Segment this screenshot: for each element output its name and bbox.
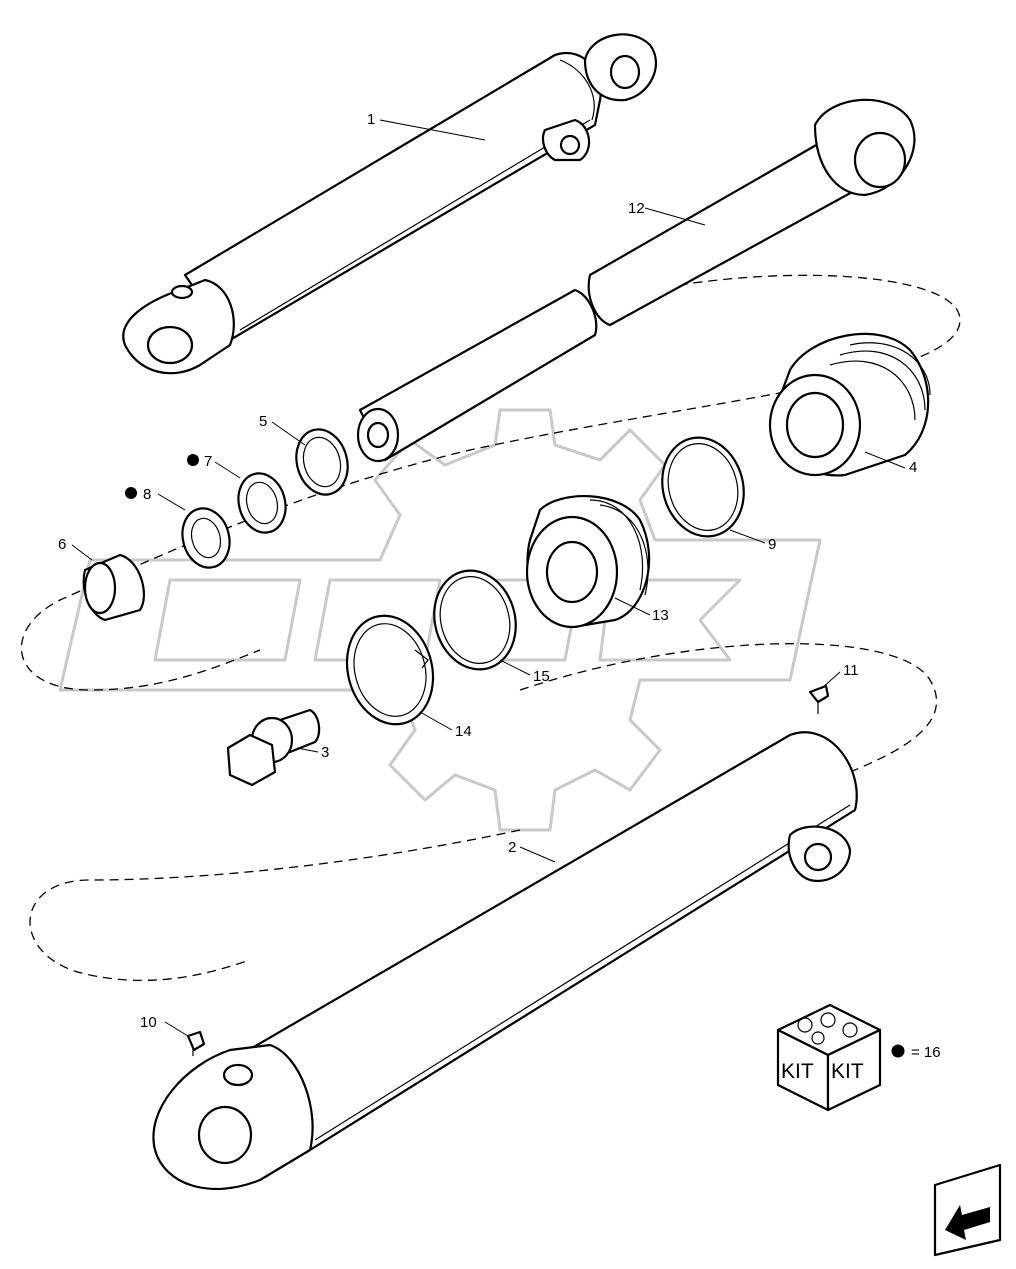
label-part-10: 10 [140, 1014, 157, 1031]
label-part-9: 9 [768, 536, 776, 553]
part-12-piston-rod [356, 98, 916, 463]
part-14-split-ring [345, 614, 435, 726]
label-part-15: 15 [533, 668, 550, 685]
label-part-5: 5 [259, 413, 267, 430]
kit-legend-text: = 16 [911, 1044, 941, 1061]
label-part-4: 4 [909, 459, 917, 476]
part-2-cylinder-barrel [152, 731, 858, 1190]
kit-legend-bullet [891, 1044, 905, 1058]
part-5-seal [295, 428, 349, 496]
label-part-3: 3 [321, 744, 329, 761]
kit-label-right: KIT [831, 1060, 864, 1083]
kit-box-icon: KIT KIT [776, 1003, 882, 1112]
part-labels: 1 12 5 7 8 6 4 9 13 15 14 3 11 10 2 [58, 111, 917, 1031]
label-part-14: 14 [455, 723, 472, 740]
nav-arrow-icon[interactable] [933, 1163, 1002, 1257]
part-9-ring [661, 436, 745, 538]
leader-lines [71, 119, 906, 1037]
assembly-loop-lower [29, 643, 938, 981]
part-10-fitting [186, 1030, 206, 1056]
label-part-6: 6 [58, 536, 66, 553]
label-part-12: 12 [628, 200, 645, 217]
part-1-cylinder-barrel [122, 33, 658, 375]
label-part-7: 7 [204, 453, 212, 470]
part-4-gland [768, 332, 931, 477]
kit-label-left: KIT [781, 1060, 814, 1083]
part-15-ring [433, 569, 517, 671]
part-13-piston [525, 495, 651, 629]
part-6-bushing [82, 553, 145, 622]
part-8-seal [181, 507, 231, 569]
assembly-loop-upper [20, 274, 961, 691]
label-part-13: 13 [652, 607, 669, 624]
kit-bullet-7 [187, 454, 199, 466]
part-7-seal [237, 472, 287, 534]
kit-bullet-8 [125, 487, 137, 499]
label-part-2: 2 [508, 839, 516, 856]
label-part-11: 11 [843, 662, 859, 679]
part-3-bolt [226, 708, 321, 787]
label-part-8: 8 [143, 486, 151, 503]
part-11-fitting [808, 684, 830, 714]
label-part-1: 1 [367, 111, 375, 128]
